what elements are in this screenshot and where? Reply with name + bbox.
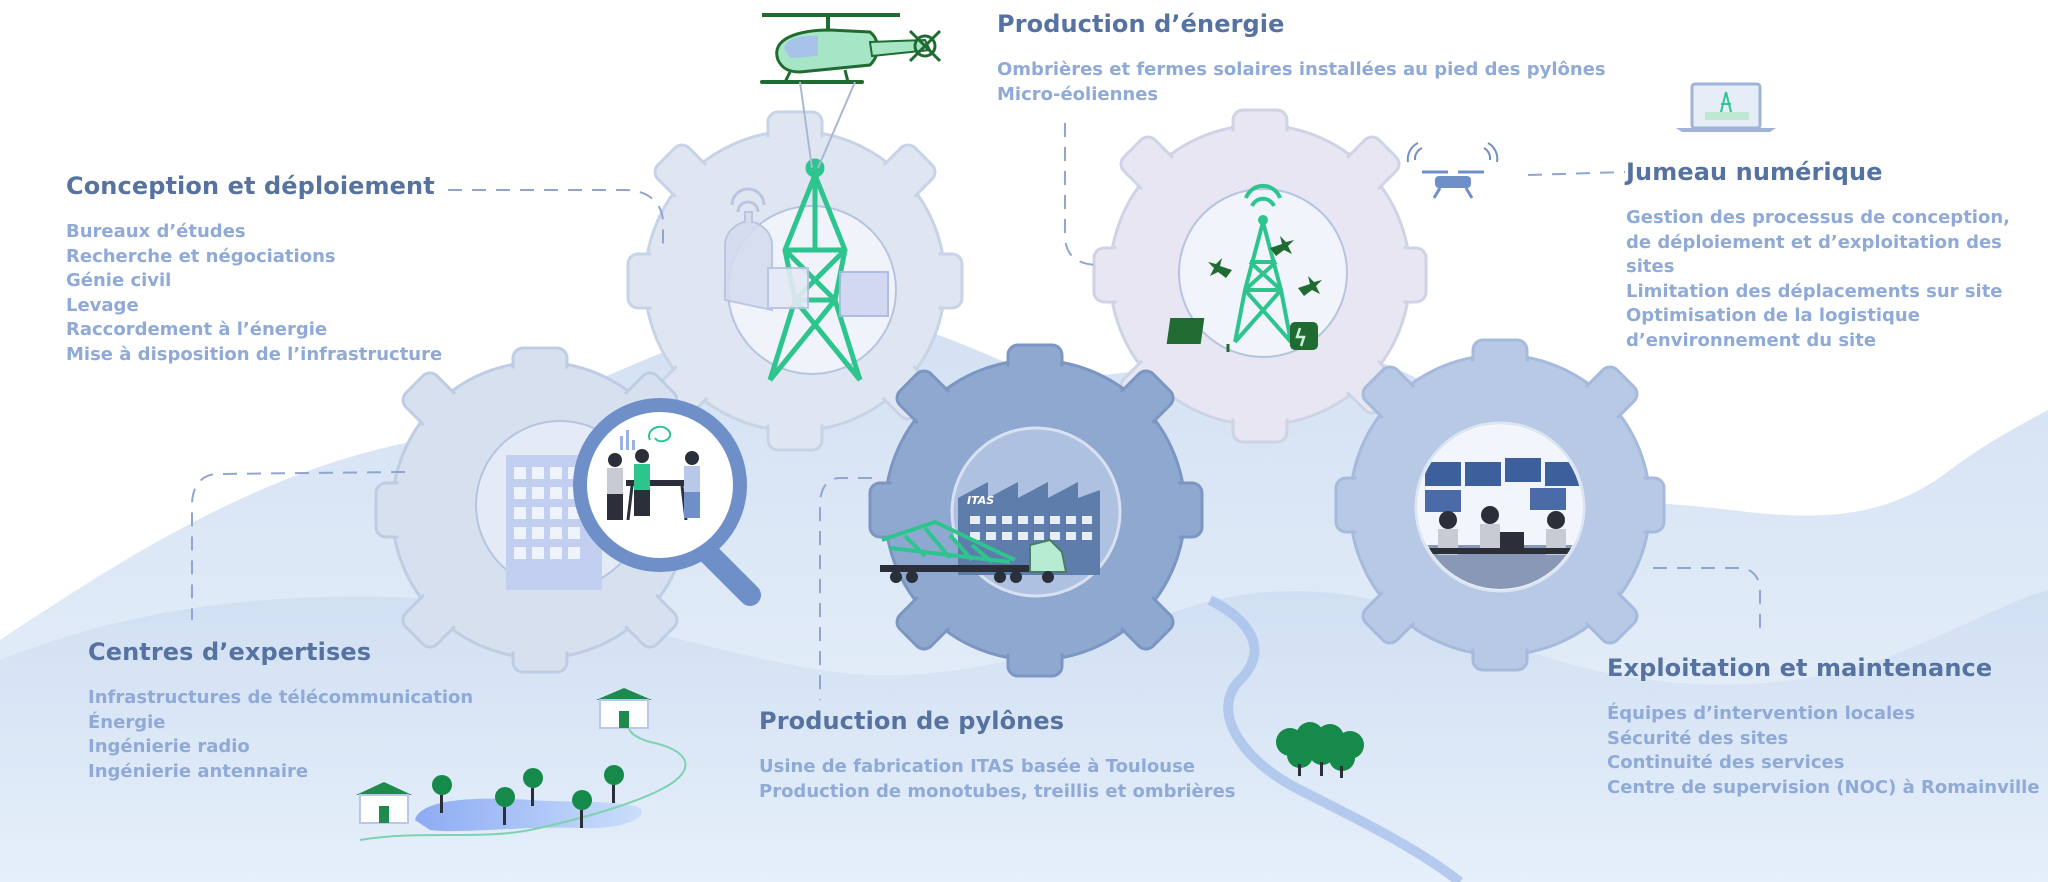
list-item: Mise à disposition de l’infrastructure: [66, 343, 443, 365]
list-item: d’environnement du site: [1626, 329, 1877, 351]
section-conception-title: Conception et déploiement: [66, 172, 435, 200]
section-expertises-title: Centres d’expertises: [88, 638, 372, 666]
magnifier-icon: [573, 398, 761, 606]
section-energie-list: Ombrières et fermes solaires installées …: [997, 58, 1606, 107]
list-item: Bureaux d’études: [66, 221, 246, 242]
forest-icon: [1276, 722, 1364, 778]
section-jumeau: Jumeau numérique Gestion des processus d…: [1626, 158, 2010, 353]
section-energie-title: Production d’énergie: [997, 10, 1285, 38]
list-item: Équipes d’intervention locales: [1607, 703, 1916, 724]
section-exploitation-list: Équipes d’intervention locales Sécurité …: [1607, 702, 2040, 800]
connector-lines: [191, 123, 1761, 700]
factory-logo: ITAS: [967, 494, 995, 507]
list-item: Levage: [66, 294, 139, 316]
energy-pylon-illustration: [1166, 183, 1322, 352]
list-item: Ombrières et fermes solaires installées …: [997, 59, 1606, 80]
list-item: Ingénierie antennaire: [88, 760, 309, 782]
tree-icons: [432, 765, 624, 828]
section-conception-list: Bureaux d’études Recherche et négociatio…: [66, 220, 442, 367]
laptop-icon: [1676, 82, 1776, 132]
list-item: Limitation des déplacements sur site: [1626, 280, 2003, 302]
list-item: Usine de fabrication ITAS basée à Toulou…: [759, 756, 1196, 777]
buildings-illustration: [724, 187, 889, 317]
section-exploitation-title: Exploitation et maintenance: [1607, 654, 1993, 682]
list-item: Optimisation de la logistique: [1626, 305, 1920, 326]
section-jumeau-list: Gestion des processus de conception, de …: [1626, 206, 2010, 353]
section-pylones-title: Production de pylônes: [759, 707, 1065, 735]
list-item: Raccordement à l’énergie: [66, 319, 328, 340]
list-item: Sécurité des sites: [1607, 727, 1789, 749]
list-item: Gestion des processus de conception,: [1626, 207, 2010, 228]
section-expertises-list: Infrastructures de télécommunication Éne…: [88, 686, 473, 784]
helicopter-icon: [760, 13, 942, 169]
section-jumeau-title: Jumeau numérique: [1626, 158, 1883, 186]
section-pylones: Production de pylônes Usine de fabricati…: [759, 707, 1236, 804]
house-icon-2: [596, 688, 652, 729]
drone-icon: [1406, 142, 1499, 199]
list-item: Énergie: [88, 711, 166, 733]
section-pylones-list: Usine de fabrication ITAS basée à Toulou…: [759, 755, 1236, 804]
section-expertises: Centres d’expertises Infrastructures de …: [88, 638, 473, 784]
list-item: Infrastructures de télécommunication: [88, 687, 474, 708]
section-exploitation: Exploitation et maintenance Équipes d’in…: [1607, 654, 2040, 800]
section-conception: Conception et déploiement Bureaux d’étud…: [66, 172, 442, 367]
list-item: Recherche et négociations: [66, 245, 336, 267]
list-item: Génie civil: [66, 270, 172, 291]
list-item: Production de monotubes, treillis et omb…: [759, 780, 1236, 802]
village-illustration: [356, 688, 687, 841]
team-illustration: [607, 425, 700, 521]
list-item: Centre de supervision (NOC) à Romainvill…: [1607, 776, 2040, 798]
section-energie: Production d’énergie Ombrières et fermes…: [997, 10, 1606, 107]
list-item: Micro-éoliennes: [997, 83, 1159, 105]
list-item: sites: [1626, 256, 1675, 277]
list-item: Continuité des services: [1607, 752, 1845, 773]
house-icon: [356, 782, 412, 824]
list-item: de déploiement et d’exploitation des: [1626, 231, 2002, 253]
gear-energie: [1092, 108, 1428, 444]
list-item: Ingénierie radio: [88, 736, 250, 757]
factory-illustration: [880, 482, 1100, 583]
